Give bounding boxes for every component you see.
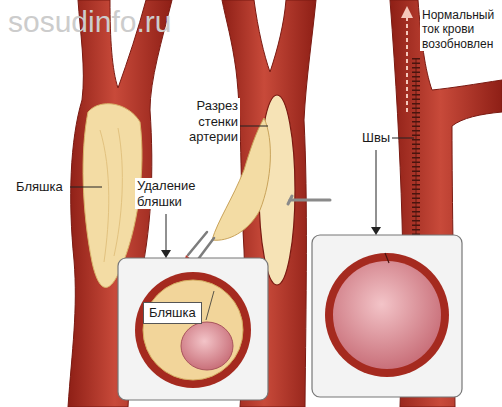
sutures [412, 58, 420, 262]
flow-arrow [406, 16, 408, 112]
part-label: Бляшка [14, 179, 65, 195]
step-label: Нормальный ток крови возобновлен [420, 8, 502, 51]
label-box: Бляшка [143, 302, 202, 324]
narrow-lumen [181, 322, 233, 370]
watermark: sosudinfo.ru [8, 4, 171, 40]
plaque-shading [100, 128, 122, 262]
step-label: Разрез стенки артерии [166, 98, 240, 145]
artery-wall [135, 272, 251, 388]
leader-line [206, 291, 214, 320]
suture-mark [385, 253, 389, 263]
label-text: Бляшка [149, 305, 196, 321]
leader-arrowhead [161, 250, 171, 258]
suture-line [416, 58, 417, 262]
inset-frame [312, 235, 462, 397]
plaque-section [143, 280, 243, 380]
inset-frame [118, 258, 268, 400]
flow-arrowhead [401, 6, 413, 18]
step-label: Удаление бляшки [135, 178, 205, 209]
retractor [288, 196, 330, 204]
artery-wall [325, 253, 449, 377]
part-label: Швы [360, 130, 392, 146]
leader-arrowhead [371, 227, 381, 235]
leader-lines [70, 126, 414, 250]
open-lumen [333, 261, 441, 369]
